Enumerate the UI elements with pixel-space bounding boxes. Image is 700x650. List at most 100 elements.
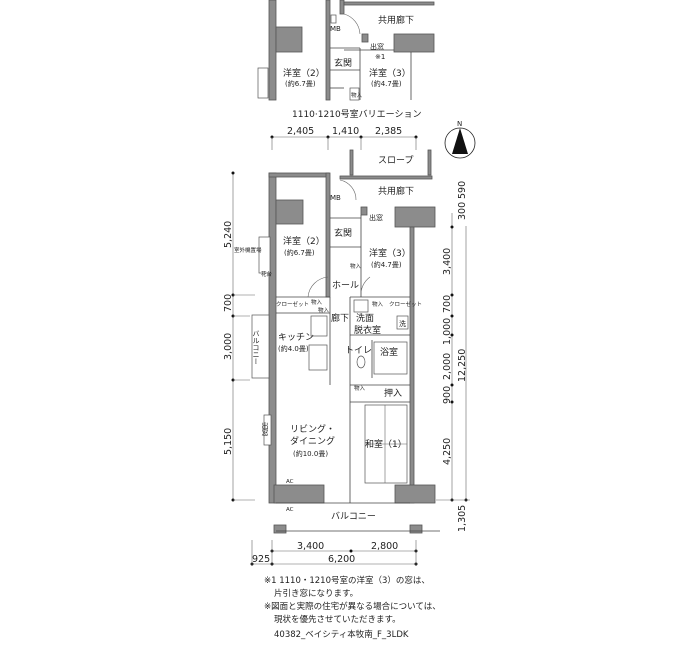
washroom-label: 洗面 [356,312,374,324]
storage-label: 物入 [372,300,384,308]
bath-label: 浴室 [380,346,398,358]
washer-space [396,315,409,330]
closet-label: クローゼット [276,300,309,308]
bay-window-label: 出窓 [370,42,384,51]
outdoor-unit-space [258,236,271,274]
room-labels: 共用廊下 MB 出窓 玄関 洋室（2） (約6.7畳) 洋室（3） (約4.7畳… [234,185,422,522]
storage-label: 物入 [311,298,323,306]
dimension-label: 5,150 [223,428,234,455]
dimension-label: 4,250 [442,438,453,465]
closet-label: クローゼット [389,300,422,308]
bottom-dimensions: 3,400 2,800 925 6,200 [250,540,418,566]
wall [325,0,331,101]
balcony-label: バルコニー [331,511,376,522]
toilet-fixture [356,355,366,369]
wall [361,33,369,43]
living-label: リビング・ [290,423,335,435]
stove [310,315,328,337]
north-label: N [457,120,462,128]
japanese-room-label: 和室（1） [365,438,407,450]
bay-window-label: 出窓 [369,213,383,222]
corridor-label: 共用廊下 [378,185,414,197]
hall-label: ホール [332,280,359,291]
kitchen-label: キッチン [278,332,314,343]
outdoor-unit [257,67,269,99]
dimension-label: 2,405 [287,126,314,137]
side-balcony [251,314,270,379]
room3-label: 洋室（3） [369,67,411,79]
bay-window [263,414,272,446]
dimension-label: 590 [457,181,468,199]
dimension-label: 2,000 [442,353,453,380]
entrance-label: 玄関 [334,57,352,69]
notes: ※1 1110・1210号室の洋室（3）の窓は、 片引き窓になります。 ※図面と… [264,575,441,640]
sink [308,344,328,371]
room2-label: 洋室（2） [283,67,325,79]
oshiire-label: 押入 [384,387,402,399]
bathtub [373,341,408,375]
meter-box [330,14,337,24]
left-dimensions: 5,240 700 3,000 5,150 [223,171,255,502]
living-size: (約10.0畳) [293,449,328,458]
dimension-label: 300 [457,202,468,220]
room2-label: 洋室（2） [283,235,325,247]
dimension-label: 700 [442,295,453,313]
dimension-label: 5,240 [223,221,234,248]
storage [349,87,360,101]
note-line: ※1 1110・1210号室の洋室（3）の窓は、 [264,575,430,586]
kitchen-size: (約4.0畳) [278,344,309,353]
ac-label: AC [286,479,294,485]
outdoor-unit-label: 室外機置場 [234,246,262,254]
dimension-label: 1,410 [332,126,359,137]
dimension-label: 3,000 [223,333,234,360]
room3-size: (約4.7畳) [371,260,402,269]
mb-label: MB [330,194,341,202]
wall [268,0,277,101]
washer-label: 洗 [399,319,406,328]
top-dimensions: 2,405 1,410 2,385 [270,126,418,150]
dimension-label: 1,305 [457,505,468,532]
dimension-label: 3,400 [297,541,324,552]
wall [343,1,435,6]
bay-window-note: ※1 [375,53,385,61]
main-plan: スロープ [251,149,440,534]
dimension-label: 2,800 [371,541,398,552]
storage-label: 物入 [318,306,330,314]
corridor-label: 共用廊下 [378,14,414,26]
side-balcony-label: バルコニー [252,330,260,365]
dimension-label: 3,400 [442,248,453,275]
right-dimensions: 590 300 3,400 700 1,000 2,000 900 4,250 … [436,181,470,532]
ac-label: AC [286,507,294,513]
storage-label: 物入 [351,91,363,99]
variation-caption: 1110·1210号室バリエーション [292,108,422,120]
north-arrow-icon: N [444,120,476,159]
dimension-label: 900 [442,386,453,404]
note-line: 片引き窓になります。 [274,588,358,599]
slope-label: スロープ [378,155,413,166]
mb-label: MB [330,25,341,33]
room3-size: (約4.7畳) [371,79,402,88]
note-line: ※図面と実際の住宅が異なる場合については、 [264,601,441,612]
storage-label: 物入 [350,262,362,270]
room3-label: 洋室（3） [369,247,411,259]
dimension-label: 2,385 [375,126,402,137]
dimension-total-label: 6,200 [328,554,355,565]
dimension-label: 1,000 [442,318,453,345]
wall [393,33,435,53]
dimension-label: 700 [223,294,234,312]
wash-basin [353,299,369,313]
dimension-total-label: 12,250 [457,349,468,382]
room2-size: (約6.7畳) [284,248,315,257]
entrance-label: 玄関 [334,227,352,239]
room2-size: (約6.7畳) [285,79,316,88]
storage-label: 物入 [354,384,366,392]
file-label: 40382_ベイシティ本牧南_F_3LDK [274,629,409,640]
dressing-room-label: 脱衣室 [354,324,381,336]
variation-plan: MB 共用廊下 出窓 ※1 玄関 洋室（2） (約6.7畳) 洋室（3） (約4… [257,0,435,120]
note-line: 現状を優先させていただきます。 [274,614,401,625]
flower-stand-label: 花台 [261,270,273,278]
wall [275,26,303,53]
dining-label: ダイニング [290,435,335,447]
dimension-offset-label: 925 [252,554,270,565]
hallway-label: 廊下 [331,312,349,324]
